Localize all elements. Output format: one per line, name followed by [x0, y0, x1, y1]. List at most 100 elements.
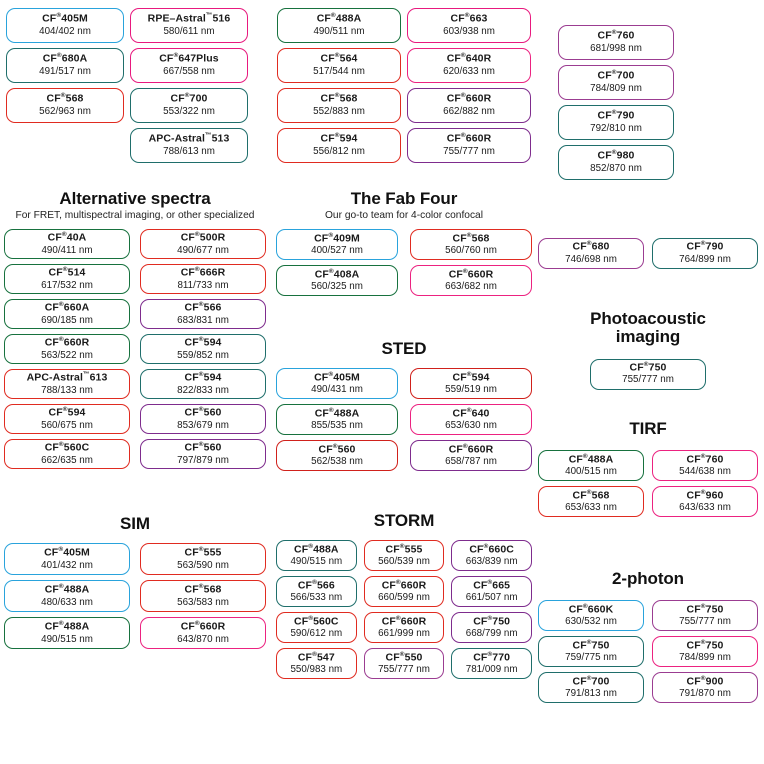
fluorophore-name: CF®680: [572, 240, 610, 253]
fluorophore-name: CF®660R: [180, 620, 226, 633]
fluorophore-wavelength: 490/677 nm: [177, 244, 229, 256]
fluorophore-name: CF®680A: [42, 52, 88, 65]
fluorophore-name: CF®760: [686, 452, 724, 466]
fluorophore-name: CF®409M: [314, 231, 360, 245]
trademark-symbol: ®: [198, 583, 204, 591]
fluorophore-wavelength: 792/810 nm: [590, 122, 642, 134]
fluorophore-wavelength: 630/532 nm: [565, 616, 617, 627]
section-title: The Fab Four: [350, 189, 458, 208]
trademark-symbol: ®: [586, 240, 592, 248]
fluorophore-name: CF®560C: [294, 614, 339, 628]
trademark-symbol: ®: [700, 488, 706, 496]
fluorophore-wavelength: 797/879 nm: [177, 454, 229, 466]
fluorophore-name: RPE–Astral™516: [147, 12, 231, 25]
fluorophore-name: CF®568: [46, 92, 84, 105]
fluorophore-wavelength: 668/799 nm: [465, 628, 518, 639]
fluorophore-wavelength: 490/431 nm: [311, 384, 363, 395]
fluorophore-wavelength: 791/870 nm: [679, 688, 731, 699]
trademark-symbol: ®: [312, 650, 317, 658]
trademark-symbol: ®: [328, 406, 334, 414]
